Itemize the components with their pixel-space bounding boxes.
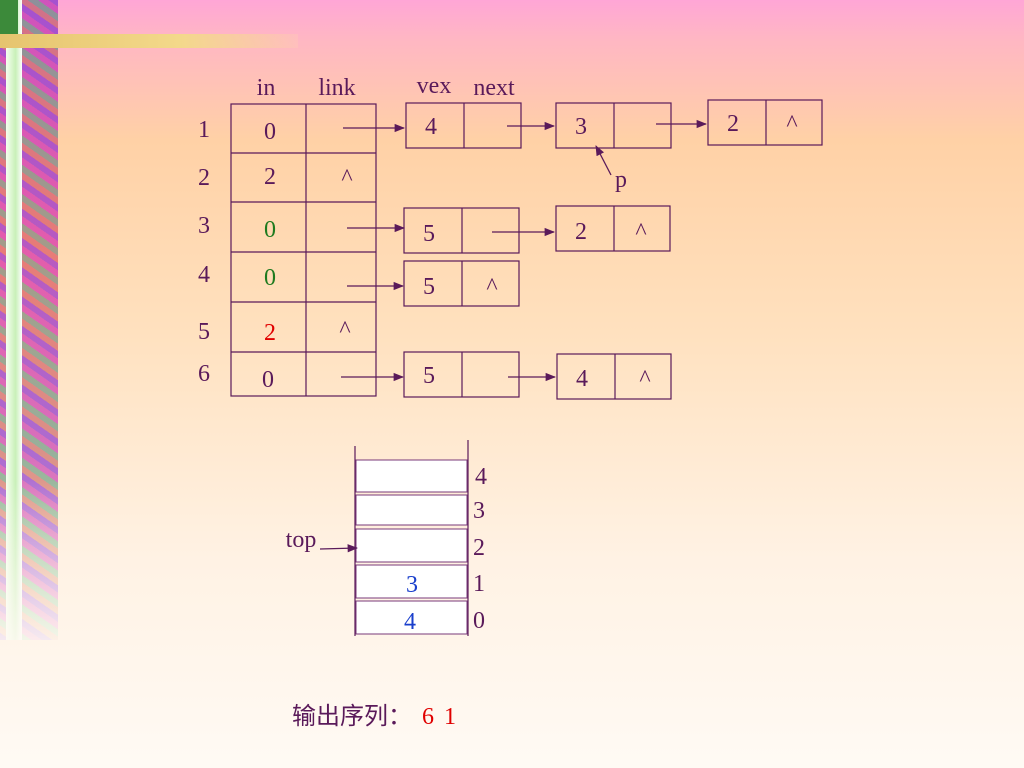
edge-vex: 2 bbox=[727, 111, 739, 137]
edge-vex: 5 bbox=[423, 363, 435, 389]
stack-cell bbox=[355, 494, 468, 526]
header-vex: vex bbox=[417, 73, 452, 99]
in-degree-4: 0 bbox=[264, 265, 276, 291]
stack-index: 4 bbox=[475, 464, 487, 490]
edge-node: 4 bbox=[405, 102, 522, 149]
edge-vex: 5 bbox=[423, 274, 435, 300]
output-value: 1 bbox=[444, 704, 456, 730]
output-value: 6 bbox=[422, 704, 434, 730]
row-number-5: 5 bbox=[198, 319, 210, 345]
stack-cell bbox=[355, 600, 468, 635]
in-degree-6: 0 bbox=[262, 367, 274, 393]
edge-vex: 3 bbox=[575, 114, 587, 140]
header-next: next bbox=[473, 75, 515, 101]
edge-vex: 2 bbox=[575, 219, 587, 245]
sidebar-fade bbox=[0, 480, 58, 640]
edge-vex: 4 bbox=[576, 366, 588, 392]
decorative-sidebar bbox=[0, 0, 58, 640]
vertex-table-border bbox=[230, 103, 377, 397]
stack: 3 4 4 3 2 1 0 top bbox=[286, 440, 487, 636]
edge-node: 3 bbox=[555, 102, 672, 149]
stack-cell-value: 4 bbox=[404, 609, 416, 635]
row-number-4: 4 bbox=[198, 262, 210, 288]
stack-cell-value: 3 bbox=[406, 572, 418, 598]
edge-node: 5 ^ bbox=[403, 260, 520, 307]
edge-next-null: ^ bbox=[639, 366, 650, 392]
edge-vex: 5 bbox=[423, 221, 435, 247]
edge-next-null: ^ bbox=[635, 219, 646, 245]
edge-next-null: ^ bbox=[486, 274, 497, 300]
in-degree-1: 0 bbox=[264, 119, 276, 145]
stack-index: 3 bbox=[473, 498, 485, 524]
decorative-top-bar bbox=[0, 34, 298, 48]
edge-node: 2 ^ bbox=[555, 205, 671, 252]
edge-node: 4 ^ bbox=[556, 353, 672, 400]
decorative-corner-square bbox=[0, 0, 18, 34]
edge-node: 5 bbox=[403, 351, 520, 398]
in-degree-5: 2 bbox=[264, 320, 276, 346]
link-null-5: ^ bbox=[339, 317, 350, 343]
pointer-label: p bbox=[615, 167, 627, 193]
edge-node: 5 bbox=[403, 207, 520, 254]
stack-top-arrow bbox=[319, 544, 359, 553]
row-number-2: 2 bbox=[198, 165, 210, 191]
pointer-arrow bbox=[595, 145, 612, 176]
header-in: in bbox=[257, 75, 276, 101]
header-link: link bbox=[318, 75, 355, 101]
edge-node: 2 ^ bbox=[707, 99, 823, 146]
stack-cell bbox=[355, 564, 468, 599]
edge-next-null: ^ bbox=[786, 111, 797, 137]
stack-index: 1 bbox=[473, 571, 485, 597]
row-number-6: 6 bbox=[198, 361, 210, 387]
stack-index: 2 bbox=[473, 535, 485, 561]
vertex-table bbox=[230, 103, 377, 397]
in-degree-3: 0 bbox=[264, 217, 276, 243]
stack-index: 0 bbox=[473, 608, 485, 634]
stack-cell bbox=[355, 528, 468, 563]
row-number-1: 1 bbox=[198, 117, 210, 143]
output-label: 输出序列： bbox=[292, 702, 412, 730]
stack-top-label: top bbox=[286, 527, 317, 553]
link-null-2: ^ bbox=[341, 165, 352, 191]
stack-cell bbox=[355, 459, 468, 493]
row-number-3: 3 bbox=[198, 213, 210, 239]
edge-vex: 4 bbox=[425, 114, 437, 140]
in-degree-2: 2 bbox=[264, 164, 276, 190]
